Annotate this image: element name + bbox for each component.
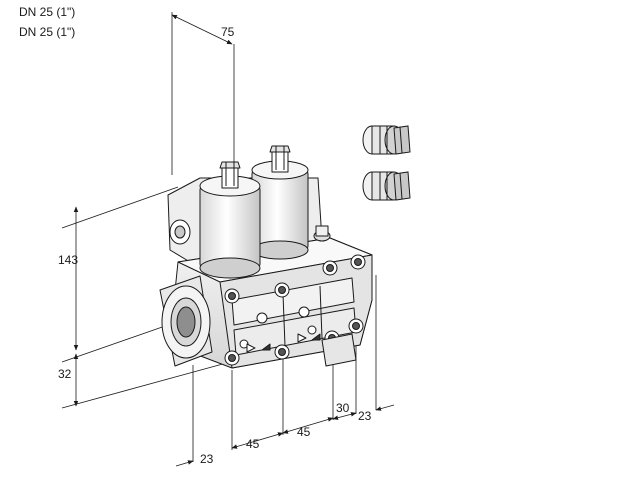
cable-gland-upper: [362, 125, 411, 155]
dim-bottom-23-right: 23: [358, 409, 372, 423]
header-line-2: DN 25 (1"): [19, 25, 76, 39]
dim-bottom-45-a: 45: [246, 437, 260, 451]
dim-143: 143: [58, 253, 78, 267]
dimension-lines: [61, 12, 395, 467]
valve-illustration: [159, 145, 373, 369]
dim-32: 32: [58, 367, 72, 381]
dim-bottom-30: 30: [336, 401, 350, 415]
header-line-1: DN 25 (1"): [19, 5, 76, 19]
dim-75: 75: [221, 25, 235, 39]
dim-bottom-45-b: 45: [297, 425, 311, 439]
cable-gland-lower: [362, 171, 411, 201]
dim-bottom-23-left: 23: [200, 452, 214, 466]
